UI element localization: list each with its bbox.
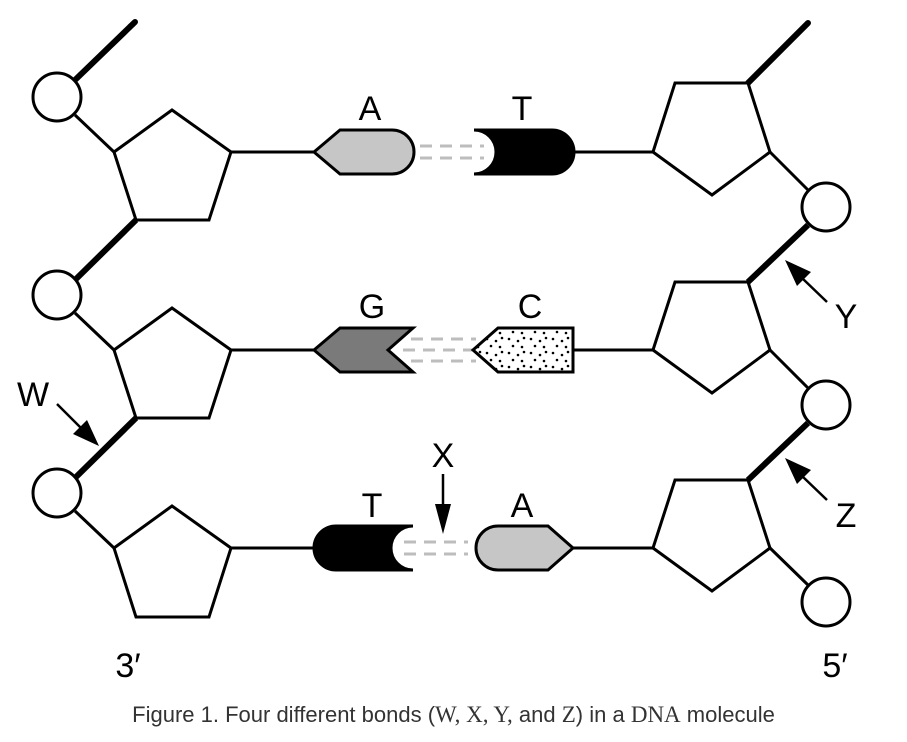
arrow-Z-shaft bbox=[801, 475, 828, 501]
base-A-row1 bbox=[311, 128, 416, 176]
base-label-T-row1: T bbox=[512, 90, 533, 128]
base-label-A-row1: A bbox=[359, 90, 382, 128]
strand-end-label-3prime: 3′ bbox=[115, 647, 140, 685]
caption-and: and bbox=[512, 702, 562, 727]
hydrogen-bonds-row1 bbox=[420, 144, 484, 160]
phosphate-left-2 bbox=[31, 269, 83, 321]
base-T-row1 bbox=[473, 128, 576, 176]
caption-suffix: molecule bbox=[680, 702, 775, 727]
bond-label-X: X bbox=[432, 437, 455, 475]
phosphate-sugar-link-left-3 bbox=[73, 509, 116, 550]
figure-caption: Figure 1. Four different bonds (W, X, Y,… bbox=[0, 702, 907, 728]
bond-label-Z: Z bbox=[836, 497, 857, 535]
phosphate-sugar-link-left-1 bbox=[73, 113, 116, 154]
strand-end-label-5prime: 5′ bbox=[822, 647, 847, 685]
bond-Y-line bbox=[745, 222, 811, 285]
hydrogen-bonds-row2 bbox=[403, 337, 476, 363]
base-label-G-row2: G bbox=[359, 288, 385, 326]
caption-prefix: Figure 1. Four different bonds ( bbox=[132, 702, 436, 727]
phosphate-right-2 bbox=[800, 379, 852, 431]
arrow-W-shaft bbox=[56, 403, 85, 432]
base-G-row2 bbox=[311, 326, 417, 374]
arrow-Y-head bbox=[785, 260, 811, 286]
base-T-row3 bbox=[312, 524, 414, 572]
sugar-phosphate-link-right-3 bbox=[768, 546, 810, 587]
bond-label-Y: Y bbox=[835, 298, 858, 336]
base-C-row2 bbox=[470, 326, 575, 374]
phosphate-sugar-link-left-2 bbox=[73, 311, 116, 352]
right-strand-top-bond bbox=[745, 20, 811, 86]
sugar-right-3 bbox=[651, 478, 772, 593]
phosphate-left-1 bbox=[31, 71, 83, 123]
base-pair-1: A T bbox=[231, 90, 653, 176]
caption-last-bond: Z bbox=[561, 702, 576, 727]
sugar-left-1 bbox=[112, 108, 233, 222]
base-label-A-row3: A bbox=[511, 487, 534, 525]
arrow-W-head bbox=[73, 420, 99, 446]
sugar-left-3 bbox=[112, 504, 233, 619]
bond-annotations: W X Y Z bbox=[17, 260, 857, 535]
bond-label-W: W bbox=[17, 376, 49, 414]
sugar-right-2 bbox=[651, 280, 772, 395]
left-strand-top-bond bbox=[72, 19, 138, 83]
arrow-X-head bbox=[435, 504, 451, 534]
right-strand bbox=[651, 20, 852, 628]
sugar-left-to-bond-backbone-1 bbox=[72, 217, 139, 283]
caption-middle: ) in a bbox=[575, 702, 631, 727]
caption-molecule: DNA bbox=[630, 702, 681, 727]
sugar-right-1 bbox=[651, 81, 772, 197]
bond-W-line bbox=[72, 415, 139, 481]
phosphate-right-3 bbox=[800, 576, 852, 628]
sugar-phosphate-link-right-2 bbox=[768, 348, 810, 390]
hydrogen-bonds-row3 bbox=[404, 540, 468, 556]
base-pair-3: T A bbox=[231, 487, 653, 572]
phosphate-left-3 bbox=[31, 467, 83, 519]
base-A-row3 bbox=[474, 524, 576, 572]
arrow-Z-head bbox=[785, 458, 811, 484]
sugar-left-2 bbox=[112, 306, 233, 420]
caption-bonds: W, X, Y, bbox=[435, 702, 513, 727]
sugar-phosphate-link-right-1 bbox=[768, 150, 810, 192]
arrow-Y-shaft bbox=[801, 277, 828, 303]
dna-diagram: A T G C T A W X bbox=[17, 19, 857, 685]
bond-Z-line bbox=[745, 420, 811, 483]
base-pair-2: G C bbox=[231, 288, 653, 374]
phosphate-right-1 bbox=[800, 181, 852, 233]
base-label-T-row3: T bbox=[362, 487, 383, 525]
left-strand bbox=[31, 19, 233, 619]
base-label-C-row2: C bbox=[518, 288, 543, 326]
